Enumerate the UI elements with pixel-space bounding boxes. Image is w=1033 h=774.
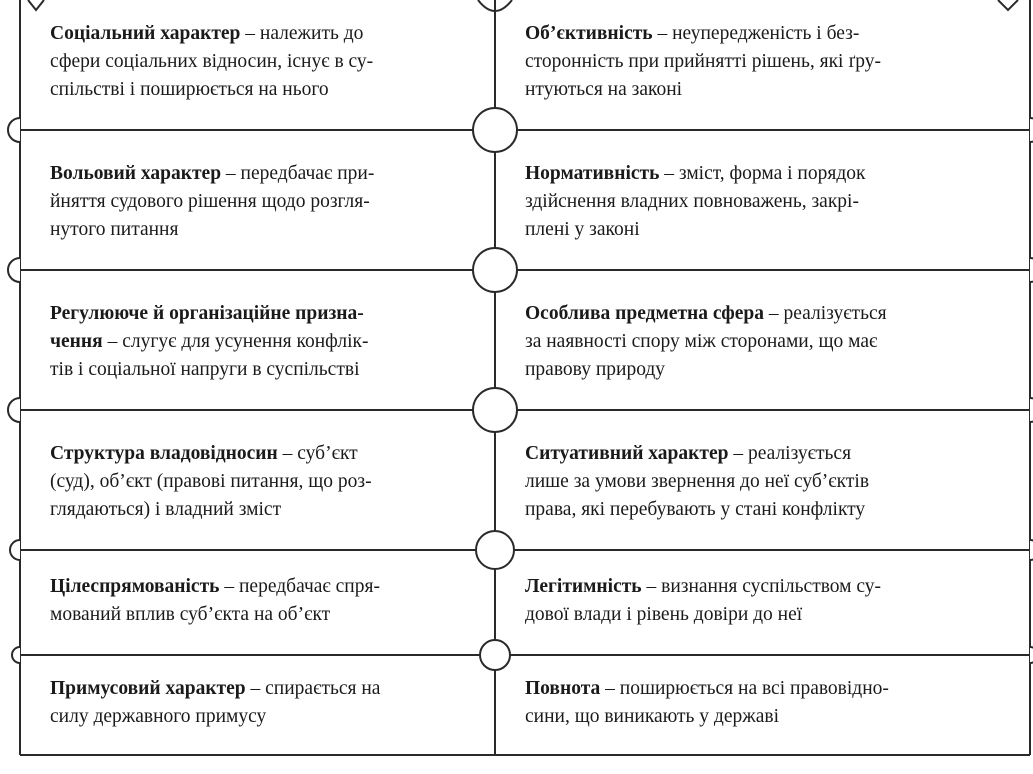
cell-line: (суд), об’єкт (правові питання, що роз- — [50, 471, 372, 492]
term-continuation: чення — [50, 331, 103, 352]
cell-line: права, які перебувають у стані конфлікту — [525, 499, 866, 520]
right-cell-4: Ситуативний характер – реалізується лише… — [525, 440, 995, 524]
connector-circle-3 — [472, 387, 518, 433]
left-cell-6: Примусовий характер – спирається на силу… — [50, 675, 460, 731]
connector-circle-5 — [479, 639, 511, 671]
term: Вольовий характер — [50, 163, 222, 184]
cell-line: – слугує для усунення конфлік- — [102, 331, 369, 352]
cell-line: лише за умови звернення до неї суб’єктів — [525, 471, 870, 492]
right-cell-1: Об’єктивність – неупередженість і без- с… — [525, 20, 995, 104]
left-bump-1 — [7, 117, 21, 143]
cell-line: нтуються на законі — [525, 79, 683, 100]
left-bump-2 — [7, 257, 21, 283]
term: Об’єктивність — [525, 23, 653, 44]
cell-line: – передбачає спря- — [219, 576, 380, 597]
cell-line: здійснення владних повноважень, закрі- — [525, 191, 859, 212]
term: Особлива предметна сфера — [525, 303, 765, 324]
cell-line: – передбачає при- — [221, 163, 375, 184]
left-cell-5: Цілеспрямованість – передбачає спря- мов… — [50, 573, 460, 629]
connector-circle-1 — [472, 107, 518, 153]
top-notch-right — [997, 0, 1019, 12]
term: Повнота — [525, 678, 601, 699]
term: Легітимність — [525, 576, 642, 597]
cell-line: – реалізується — [764, 303, 887, 324]
cell-line: – визнання суспільством су- — [641, 576, 882, 597]
cell-line: тів і соціальної напруги в суспільстві — [50, 359, 360, 380]
right-cell-6: Повнота – поширюється на всі правовідно-… — [525, 675, 995, 731]
term: Примусовий характер — [50, 678, 246, 699]
term: Соціальний характер — [50, 23, 241, 44]
cell-line: дової влади і рівень довіри до неї — [525, 604, 803, 625]
cell-line: – реалізується — [728, 443, 852, 464]
term: Нормативність — [525, 163, 660, 184]
cell-line: правову природу — [525, 359, 666, 380]
term: Цілеспрямованість — [50, 576, 220, 597]
right-bump-3 — [1029, 397, 1033, 423]
right-cell-3: Особлива предметна сфера – реалізується … — [525, 300, 995, 384]
top-notch-center — [477, 0, 513, 12]
term: Ситуативний характер — [525, 443, 729, 464]
cell-line: – зміст, форма і порядок — [659, 163, 866, 184]
right-cell-5: Легітимність – визнання суспільством су-… — [525, 573, 995, 629]
left-cell-3: Регулююче й організаційне призна- чення … — [50, 300, 460, 384]
cell-line: сторонність при прийнятті рішень, які ґр… — [525, 51, 881, 72]
connector-circle-4 — [475, 530, 515, 570]
cell-line: плені у законі — [525, 219, 640, 240]
top-notch-left — [27, 0, 45, 12]
right-bump-1 — [1029, 117, 1033, 143]
left-cell-2: Вольовий характер – передбачає при- йнят… — [50, 160, 460, 244]
cell-line: спільстві і поширюється на нього — [50, 79, 329, 100]
cell-line: – належить до — [240, 23, 364, 44]
connector-circle-2 — [472, 247, 518, 293]
cell-line: нутого питання — [50, 219, 179, 240]
cell-line: – поширюється на всі правовідно- — [600, 678, 889, 699]
cell-line: глядаються) і владний зміст — [50, 499, 282, 520]
cell-line: сфери соціальних відносин, існує в су- — [50, 51, 374, 72]
term: Структура владовідносин — [50, 443, 278, 464]
cell-line: мований вплив суб’єкта на об’єкт — [50, 604, 331, 625]
cell-line: – неупередженість і без- — [652, 23, 860, 44]
left-cell-4: Структура владовідносин – суб’єкт (суд),… — [50, 440, 460, 524]
cell-line: силу державного примусу — [50, 706, 267, 727]
cell-line: – суб’єкт — [277, 443, 358, 464]
left-cell-1: Соціальний характер – належить до сфери … — [50, 20, 460, 104]
right-bump-4 — [1029, 539, 1033, 561]
cell-line: – спирається на — [245, 678, 381, 699]
right-cell-2: Нормативність – зміст, форма і порядок з… — [525, 160, 995, 244]
cell-line: йняття судового рішення щодо розгля- — [50, 191, 370, 212]
left-bump-3 — [7, 397, 21, 423]
term: Регулююче й організаційне призна- — [50, 303, 364, 324]
cell-line: за наявності спору між сторонами, що має — [525, 331, 878, 352]
left-bump-4 — [9, 539, 21, 561]
cell-line: сини, що виникають у державі — [525, 706, 780, 727]
left-bump-5 — [11, 646, 21, 664]
right-bump-2 — [1029, 257, 1033, 283]
